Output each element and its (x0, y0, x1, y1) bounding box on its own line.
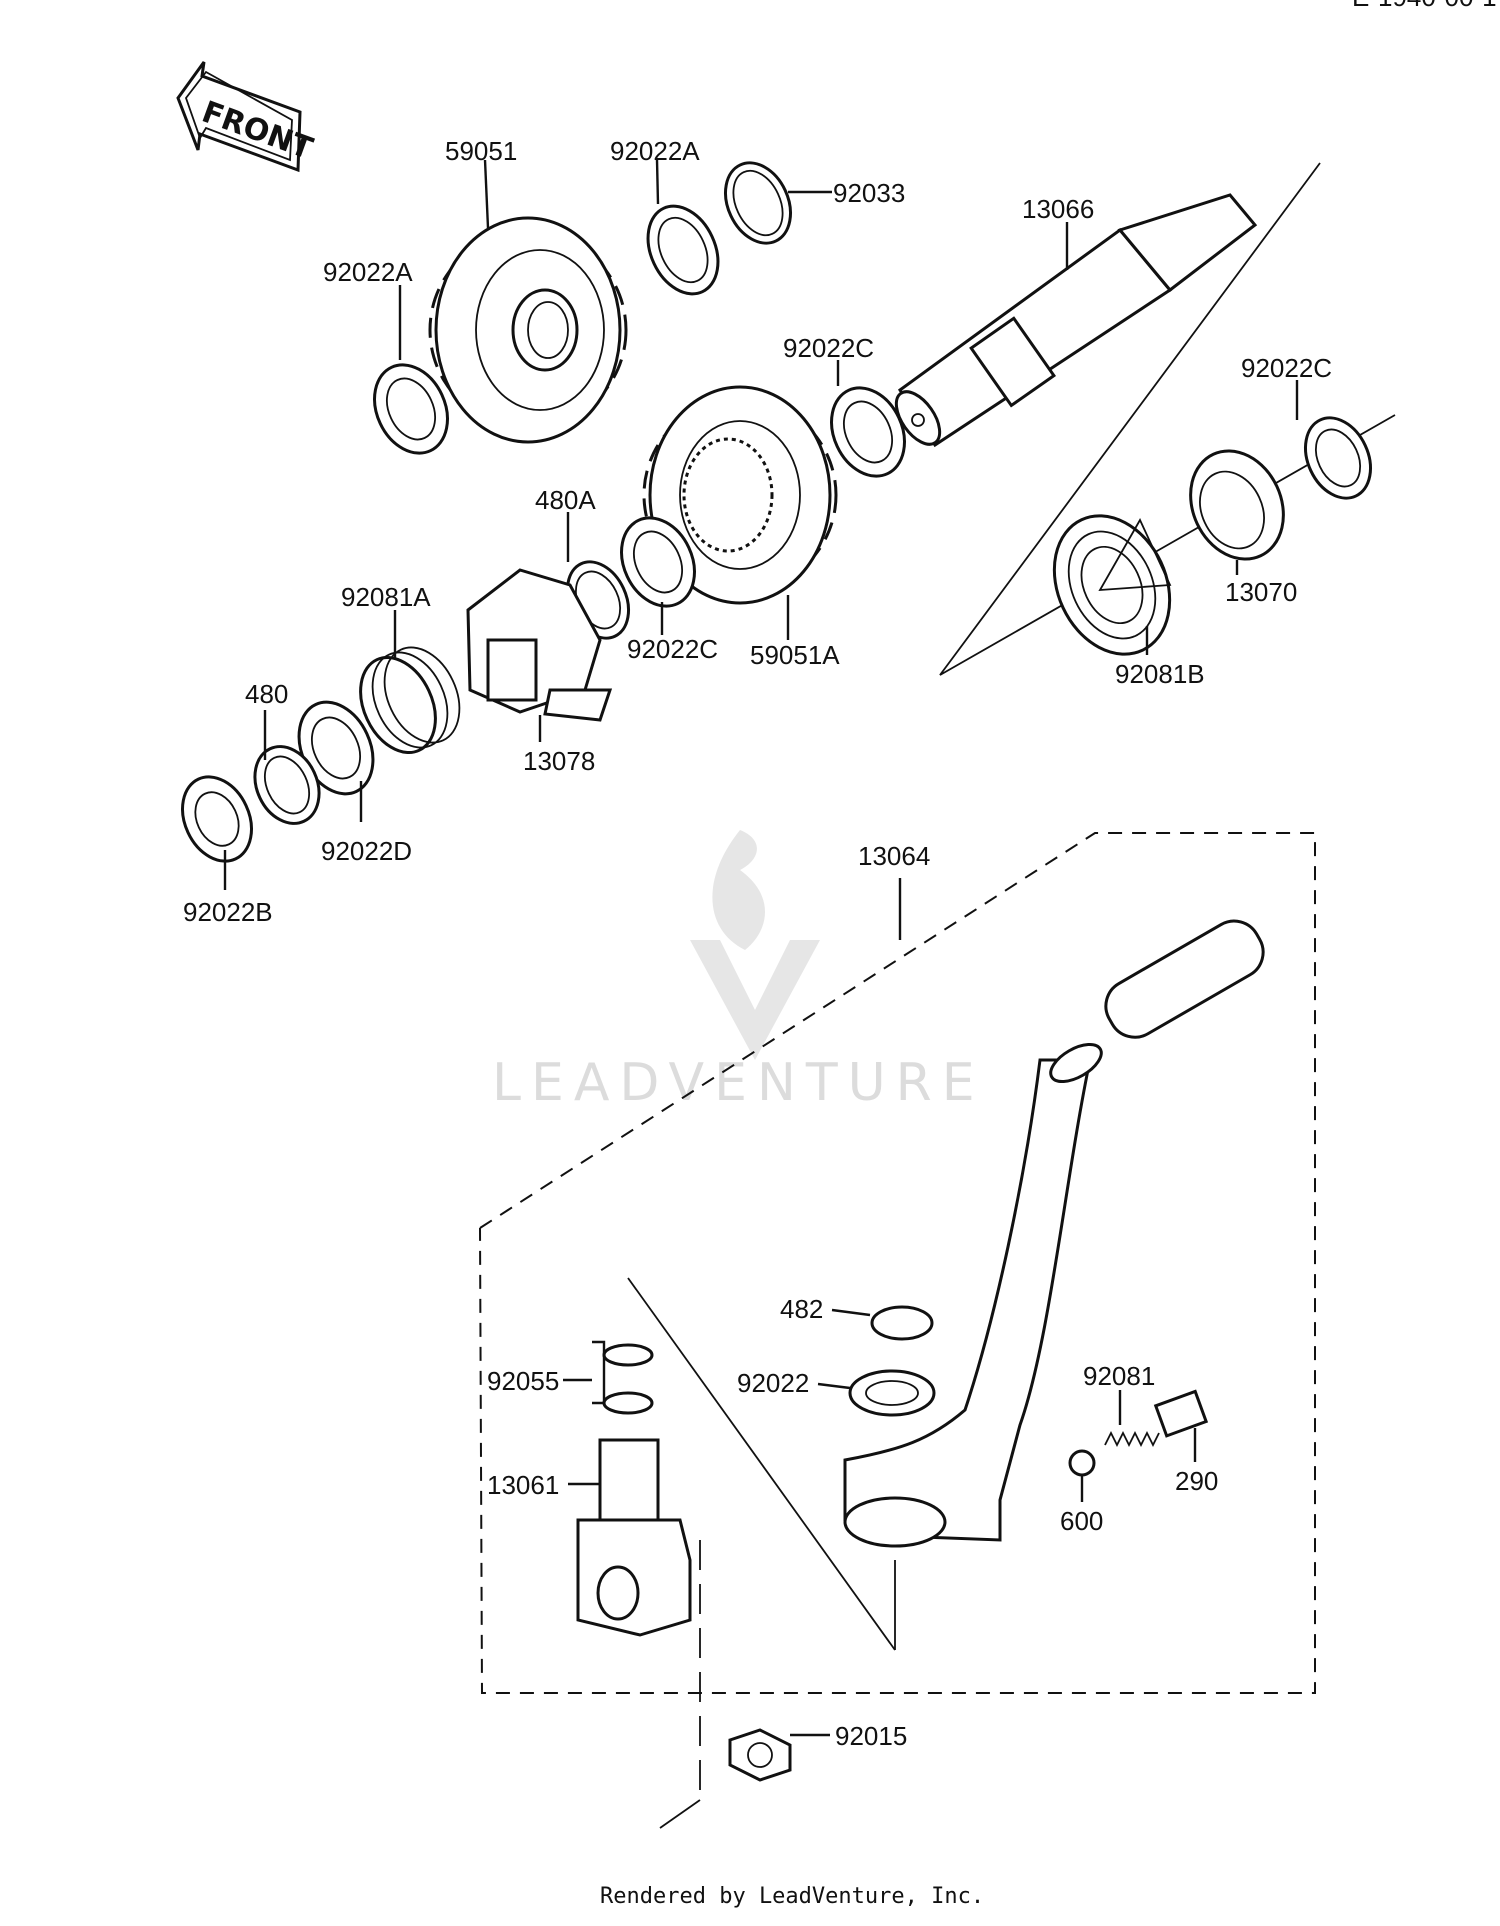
callout-13078: 13078 (523, 746, 595, 776)
washer-92022A-top (646, 204, 720, 296)
circlip-482 (870, 1305, 934, 1341)
callout-92022A-left: 92022A (323, 257, 413, 287)
callout-13064: 13064 (858, 841, 930, 871)
washer-92022C-mid (830, 386, 906, 478)
callout-482: 482 (780, 1294, 823, 1324)
gear-59051A (642, 385, 838, 605)
callout-92022D: 92022D (321, 836, 412, 866)
washer-92022C-low (620, 516, 696, 608)
ball-600 (1068, 1449, 1096, 1477)
front-arrow-icon: FRONT (176, 61, 317, 173)
callout-92015: 92015 (835, 1721, 907, 1751)
callout-92022C-right: 92022C (1241, 353, 1332, 383)
gear-59051 (428, 216, 628, 444)
callout-480A: 480A (535, 485, 596, 515)
shaft-13066 (894, 193, 1258, 448)
washer-92022 (848, 1369, 936, 1417)
callout-92022C-mid: 92022C (783, 333, 874, 363)
callout-92022C-low: 92022C (627, 634, 718, 664)
callout-92081B: 92081B (1115, 659, 1205, 689)
leadventure-watermark: LEADVENTURE (492, 830, 985, 1113)
callout-59051: 59051 (445, 136, 517, 166)
spring-92081B (1052, 514, 1172, 656)
washer-92022C-right (1304, 416, 1372, 500)
callout-92022A-top: 92022A (610, 136, 700, 166)
spring-92081 (1104, 1430, 1160, 1448)
washer-92022B (181, 775, 253, 863)
callout-59051A: 59051A (750, 640, 840, 670)
spring-92081A (359, 646, 461, 755)
footer-credit: Rendered by LeadVenture, Inc. (600, 1884, 984, 1909)
callout-92081A: 92081A (341, 582, 431, 612)
callout-labels: 59051 92022A 92033 92022A 13066 92022C 9… (183, 136, 1332, 1751)
callout-92033: 92033 (833, 178, 905, 208)
washer-92022A-left (373, 363, 449, 455)
assembly-box-13064 (479, 832, 1316, 1694)
callout-290: 290 (1175, 1466, 1218, 1496)
guide-13070 (1189, 449, 1285, 561)
callout-92022: 92022 (737, 1368, 809, 1398)
circlip-480 (253, 745, 321, 825)
callout-13061: 13061 (487, 1470, 559, 1500)
circlip-92033 (724, 161, 792, 245)
leader-lines (223, 159, 1299, 1737)
ratchet-13078 (466, 568, 613, 722)
callout-92081: 92081 (1083, 1361, 1155, 1391)
nut-92015 (728, 1728, 792, 1782)
diagram-code: E-1940-00-1 (1352, 0, 1497, 12)
callout-13070: 13070 (1225, 577, 1297, 607)
callout-92022B: 92022B (183, 897, 273, 927)
callout-480: 480 (245, 679, 288, 709)
callout-13066: 13066 (1022, 194, 1094, 224)
ring-92055 (602, 1343, 654, 1415)
callout-92055: 92055 (487, 1366, 559, 1396)
callout-600: 600 (1060, 1506, 1103, 1536)
boss-13061 (576, 1438, 692, 1637)
kick-arm-13064 (843, 919, 1265, 1548)
bolt-290 (1153, 1389, 1209, 1438)
watermark-text: LEADVENTURE (492, 1053, 985, 1113)
